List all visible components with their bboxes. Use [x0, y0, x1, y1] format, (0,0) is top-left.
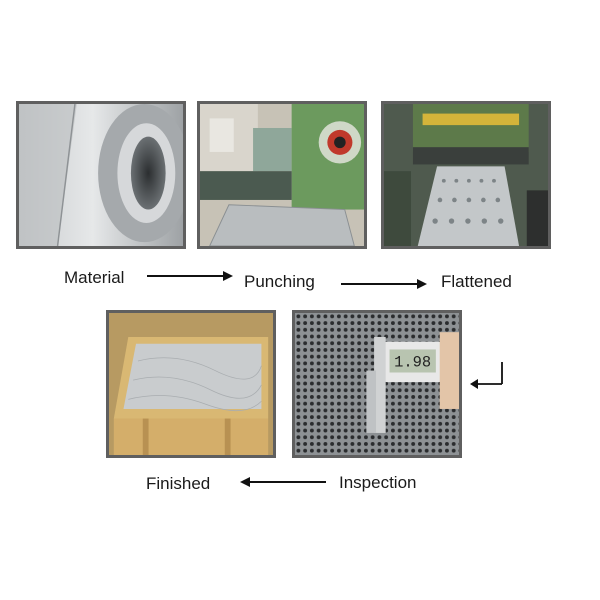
caliper-reading: 1.98 [394, 354, 431, 372]
material-photo [16, 101, 186, 249]
step-label-material: Material [64, 268, 124, 288]
flattened-photo [381, 101, 551, 249]
step-label-inspection: Inspection [339, 473, 417, 493]
arrow-right-icon [147, 268, 233, 284]
step-label-punching: Punching [244, 272, 315, 292]
punching-photo [197, 101, 367, 249]
arrow-right-icon [341, 276, 427, 292]
arrow-left-icon [240, 474, 326, 490]
step-label-flattened: Flattened [441, 272, 512, 292]
corner-arrow-icon [468, 360, 508, 394]
finished-photo [106, 310, 276, 458]
step-label-finished: Finished [146, 474, 210, 494]
inspection-photo: 1.98 [292, 310, 462, 458]
